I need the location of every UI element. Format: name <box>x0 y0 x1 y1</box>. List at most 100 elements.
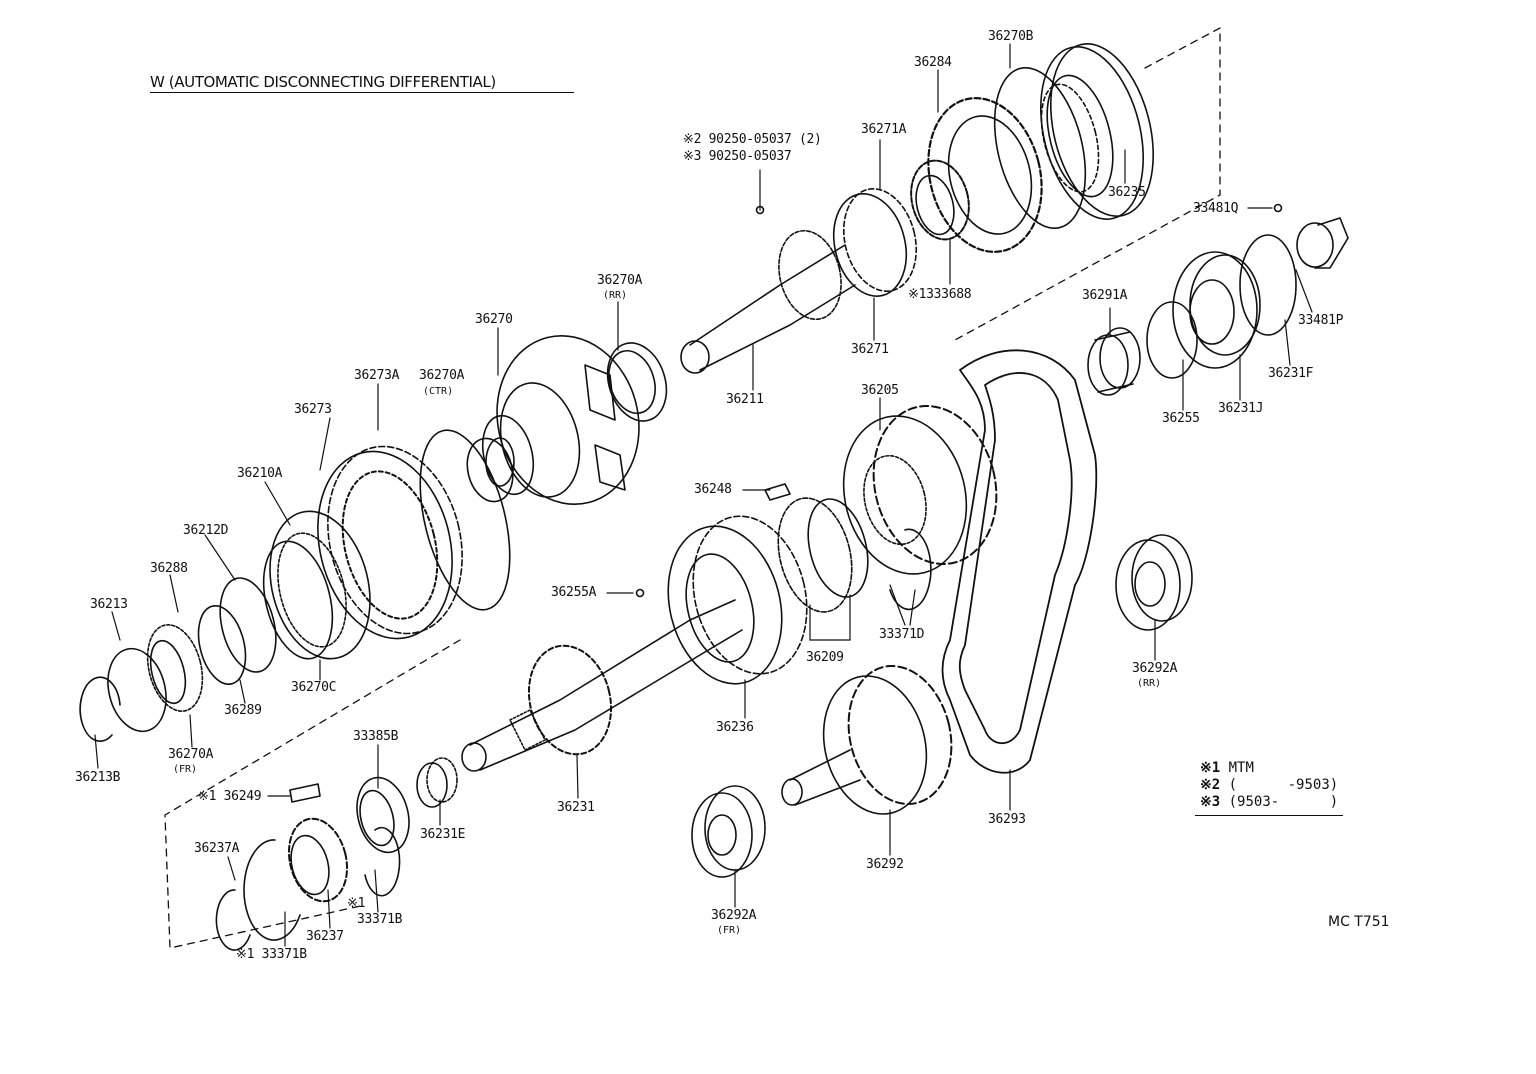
part-label[interactable]: ※3 90250-05037 <box>683 149 792 164</box>
diagram-title: W (AUTOMATIC DISCONNECTING DIFFERENTIAL) <box>150 73 496 91</box>
part-label[interactable]: 36212D <box>183 523 229 538</box>
ring-gear-36273-icon <box>317 445 463 640</box>
ring-36212D-icon <box>219 577 277 673</box>
part-label[interactable]: 36231 <box>557 800 595 815</box>
part-label[interactable]: 36235 <box>1108 185 1146 200</box>
ball-marker-icon <box>635 588 645 598</box>
part-label[interactable]: 36237 <box>306 929 344 944</box>
part-label[interactable]: ※1333688 <box>908 287 972 302</box>
washer-36270A-rr-icon <box>606 342 668 422</box>
diagram-code: MC T751 <box>1328 914 1390 930</box>
part-label[interactable]: 33385B <box>353 729 399 744</box>
part-label[interactable]: 36270A <box>597 273 643 288</box>
part-label[interactable]: 36292 <box>866 857 904 872</box>
snap-ring-33371B-mid-icon <box>364 826 401 897</box>
part-label[interactable]: 36231E <box>420 827 466 842</box>
part-label[interactable]: 36205 <box>861 383 899 398</box>
part-label[interactable]: 33481P <box>1298 313 1344 328</box>
bearing-36292A-rr-icon <box>1115 534 1193 631</box>
shaft-36231-icon <box>461 599 743 772</box>
part-label[interactable]: 36271 <box>851 342 889 357</box>
legend-row: ※2 ( -9503) <box>1200 777 1338 794</box>
legend-underline <box>1195 815 1343 816</box>
part-label[interactable]: 36237A <box>194 841 240 856</box>
title-underline <box>150 92 574 93</box>
drum-36236-icon <box>667 515 808 685</box>
part-label[interactable]: 36213 <box>90 597 128 612</box>
part-label[interactable]: 36211 <box>726 392 764 407</box>
part-label[interactable]: ※2 90250-05037 (2) <box>683 132 822 147</box>
clutch-36210A-icon <box>269 510 371 660</box>
legend-row: ※1 MTM <box>1200 760 1338 777</box>
part-label[interactable]: ※1 33371B <box>236 947 307 962</box>
snap-ring-36270B-icon <box>993 66 1087 230</box>
part-label[interactable]: 36231J <box>1218 401 1264 416</box>
part-label[interactable]: 36273 <box>294 402 332 417</box>
snap-ring-333688-icon <box>915 174 955 236</box>
part-label[interactable]: 36248 <box>694 482 732 497</box>
gear-36292-icon <box>781 665 953 815</box>
sleeve-36271-icon <box>832 188 918 297</box>
washer-36255-icon <box>1146 301 1198 379</box>
boundary-dashed-lines <box>164 27 1221 949</box>
leader-lines <box>94 43 1313 947</box>
part-label[interactable]: ※1 36249 <box>198 789 262 804</box>
part-label[interactable]: ※1 <box>347 896 366 911</box>
ring-36289-icon <box>197 605 247 685</box>
position-label: (CTR) <box>423 386 454 397</box>
part-label[interactable]: 36213B <box>75 770 121 785</box>
part-label[interactable]: 36291A <box>1082 288 1128 303</box>
washer-36270A-ctr-icon <box>466 437 514 503</box>
gear-36205-icon <box>842 405 998 575</box>
gear-36284-icon <box>927 97 1043 253</box>
part-label[interactable]: 36270B <box>988 29 1034 44</box>
part-label[interactable]: 36293 <box>988 812 1026 827</box>
position-label: (RR) <box>603 290 628 301</box>
hub-36209-icon <box>777 497 869 613</box>
snap-ring-36213B-icon <box>79 676 121 742</box>
footnote-legend: ※1 MTM ※2 ( -9503) ※3 (9503- ) <box>1200 760 1338 811</box>
part-label[interactable]: 36209 <box>806 650 844 665</box>
part-label[interactable]: 36288 <box>150 561 188 576</box>
legend-text: ( -9503) <box>1228 777 1339 793</box>
part-label[interactable]: 33371D <box>879 627 925 642</box>
part-label[interactable]: 36292A <box>1132 661 1178 676</box>
nut-33481P-icon <box>1296 217 1349 269</box>
gear-36237-icon <box>287 817 349 903</box>
position-label: (RR) <box>1137 678 1162 689</box>
legend-text: MTM <box>1228 760 1254 776</box>
part-label[interactable]: 36270A <box>168 747 214 762</box>
plug-marker-icon <box>1273 203 1283 213</box>
bolt-marker-icon <box>755 205 765 215</box>
snap-ring-33371D-icon <box>889 528 932 611</box>
washer-36213-icon <box>107 647 167 733</box>
legend-mark: ※1 <box>1200 760 1221 776</box>
part-label[interactable]: 33481Q <box>1193 201 1239 216</box>
snap-ring-36237A-icon <box>215 889 251 951</box>
part-label[interactable]: 36270 <box>475 312 513 327</box>
chain-36293-icon <box>941 349 1098 774</box>
part-label[interactable]: 36284 <box>914 55 952 70</box>
part-label[interactable]: 36273A <box>354 368 400 383</box>
bearing-36235-icon <box>1039 43 1155 220</box>
washer-33385B-icon <box>356 776 410 854</box>
part-label[interactable]: 33371B <box>357 912 403 927</box>
part-label[interactable]: 36236 <box>716 720 754 735</box>
part-label[interactable]: 36255 <box>1162 411 1200 426</box>
snap-ring-36231F-icon <box>1239 234 1297 336</box>
snap-ring-36270C-icon <box>262 540 334 660</box>
part-label[interactable]: 36270A <box>419 368 465 383</box>
part-label[interactable]: 36292A <box>711 908 757 923</box>
bearing-36231E-icon <box>416 757 458 808</box>
position-label: (FR) <box>173 764 198 775</box>
bearing-36292A-fr-icon <box>691 785 766 878</box>
part-label[interactable]: 36271A <box>861 122 907 137</box>
part-label[interactable]: 36270C <box>291 680 337 695</box>
part-label[interactable]: 36255A <box>551 585 597 600</box>
part-label[interactable]: 36210A <box>237 466 283 481</box>
legend-row: ※3 (9503- ) <box>1200 794 1338 811</box>
part-label[interactable]: 36231F <box>1268 366 1314 381</box>
part-label[interactable]: 36289 <box>224 703 262 718</box>
